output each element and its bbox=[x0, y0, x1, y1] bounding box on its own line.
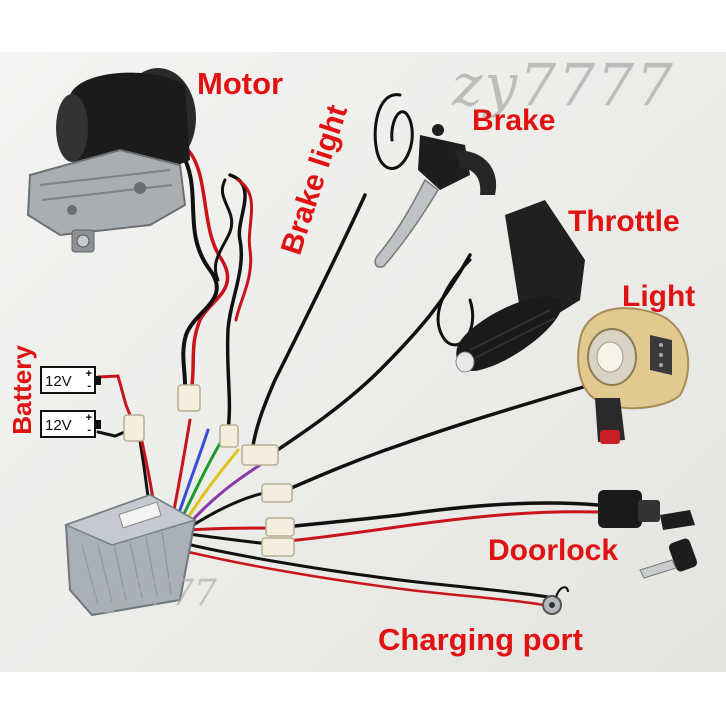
watermark-bottom: zy7777 bbox=[86, 573, 217, 614]
label-battery: Battery bbox=[7, 345, 37, 435]
connector-brake-light bbox=[219, 424, 239, 448]
headlight bbox=[577, 307, 690, 444]
battery-cell-1-plus: + bbox=[85, 368, 92, 380]
connector-doorlock bbox=[265, 517, 295, 537]
brake-light-loop bbox=[213, 178, 234, 282]
label-charging-port: Charging port bbox=[378, 622, 583, 657]
charging-cable bbox=[168, 538, 557, 600]
connector-light bbox=[261, 483, 293, 503]
battery-terminal-icon bbox=[96, 420, 101, 429]
motor bbox=[26, 68, 196, 253]
battery-cell-2-minus: - bbox=[87, 424, 91, 436]
connector-charging bbox=[261, 537, 295, 557]
throttle-cable bbox=[268, 253, 472, 457]
motor-cable-black bbox=[178, 148, 219, 392]
battery-lead-red bbox=[96, 374, 134, 422]
battery-cell-1-minus: - bbox=[87, 380, 91, 392]
battery-cell-2: 12V + - bbox=[40, 410, 101, 438]
battery-terminal-icon bbox=[96, 376, 101, 385]
brake-light-cable-red bbox=[234, 178, 253, 322]
battery-cell-2-plus: + bbox=[85, 412, 92, 424]
label-throttle: Throttle bbox=[568, 205, 680, 238]
battery-cell-2-voltage: 12V bbox=[45, 417, 72, 434]
label-motor: Motor bbox=[197, 66, 284, 101]
throttle-grip bbox=[455, 200, 585, 373]
connector-brake bbox=[241, 444, 279, 466]
door-lock bbox=[598, 490, 698, 579]
wires bbox=[96, 93, 600, 608]
battery-cell-1-voltage: 12V bbox=[45, 373, 72, 390]
label-brake: Brake bbox=[472, 104, 556, 137]
throttle-cable-loop bbox=[436, 258, 475, 347]
brake-cable bbox=[250, 193, 367, 454]
label-doorlock: Doorlock bbox=[488, 534, 619, 567]
charging-cable-red bbox=[170, 546, 550, 608]
connector-battery bbox=[123, 414, 145, 442]
battery-cell-1: 12V + - bbox=[40, 366, 101, 394]
connectors bbox=[123, 384, 295, 557]
motor-cable bbox=[186, 148, 230, 387]
connector-motor bbox=[177, 384, 201, 412]
doorlock-cable-red bbox=[276, 510, 600, 544]
label-light: Light bbox=[622, 280, 696, 313]
doorlock-cable bbox=[276, 501, 600, 530]
charging-port bbox=[542, 586, 569, 615]
brake-lever bbox=[374, 124, 497, 268]
brake-cable-coil bbox=[373, 93, 414, 170]
brake-light-cable bbox=[225, 173, 247, 432]
watermark-top: zy7777 bbox=[452, 51, 675, 119]
controller-box bbox=[63, 493, 197, 617]
light-cable bbox=[280, 383, 592, 494]
